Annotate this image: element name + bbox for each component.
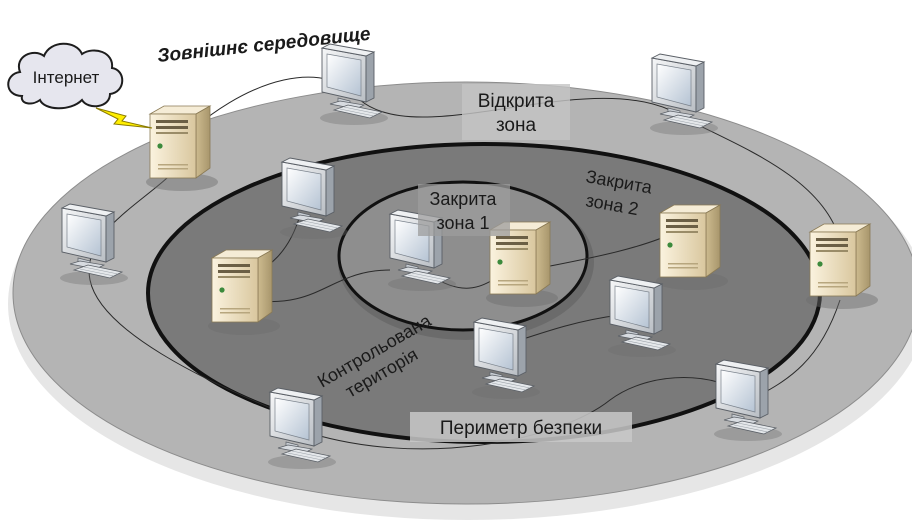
internet-label: Інтернет bbox=[33, 68, 100, 87]
server-icon bbox=[207, 249, 281, 336]
server-icon bbox=[655, 204, 729, 291]
open-zone-label-line1: Відкрита bbox=[478, 91, 555, 112]
lightning-icon bbox=[95, 107, 153, 129]
open-zone-label-bg bbox=[462, 84, 570, 140]
security-perimeter-label-bg bbox=[410, 412, 632, 442]
closed-zone-1-label-line2: зона 1 bbox=[436, 213, 489, 233]
open-zone-label-line2: зона bbox=[496, 115, 537, 136]
closed-zone-1-label-line1: Закрита bbox=[430, 189, 498, 209]
server-icon bbox=[145, 105, 219, 192]
closed-zone-1-label-bg bbox=[418, 184, 510, 236]
cloud-icon bbox=[7, 42, 124, 110]
server-icon bbox=[805, 223, 879, 310]
security-perimeter-label: Периметр безпеки bbox=[440, 418, 602, 439]
